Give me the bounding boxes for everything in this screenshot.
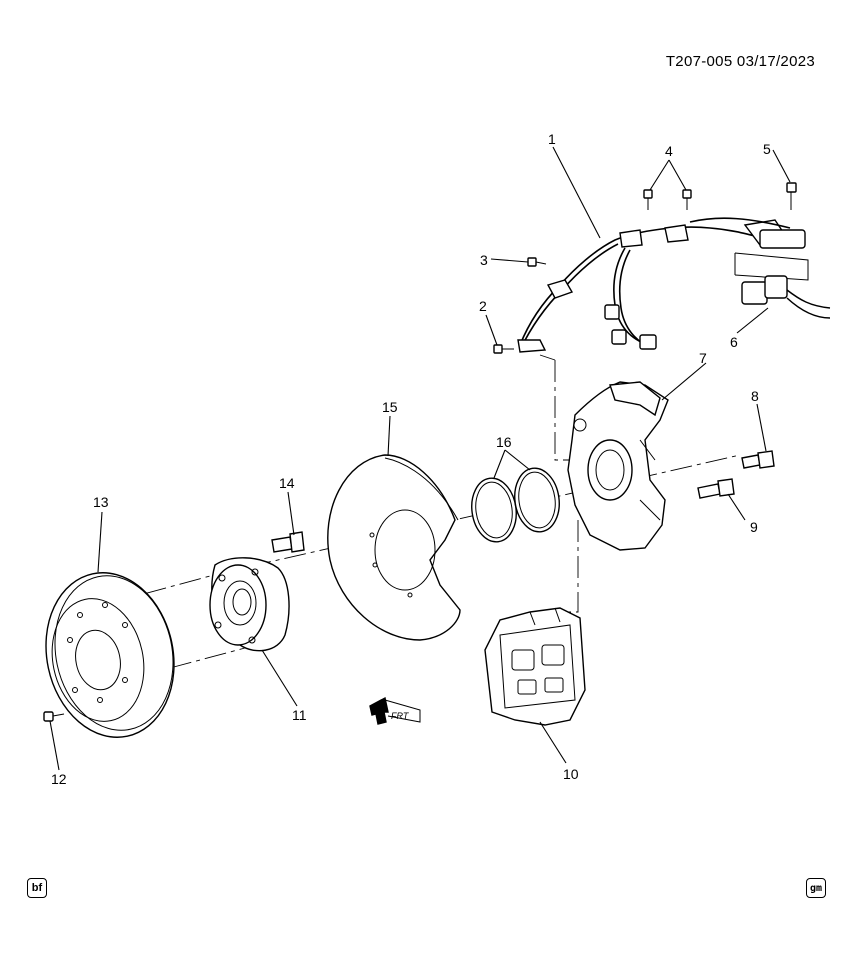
callout-13: 13 [93, 494, 109, 510]
bolt-4a [643, 189, 653, 210]
bf-badge: bf [27, 878, 47, 898]
brake-rotor [45, 572, 175, 738]
callout-3: 3 [480, 252, 488, 268]
brake-shield [327, 454, 461, 641]
callout-5: 5 [763, 141, 771, 157]
callout-1: 1 [548, 131, 556, 147]
bolt-5 [786, 182, 797, 210]
callout-11: 11 [292, 707, 307, 723]
callout-14: 14 [279, 475, 295, 491]
rotor-retaining-screw [43, 711, 65, 722]
callout-4: 4 [665, 143, 673, 159]
o-rings [471, 467, 560, 543]
callout-6: 6 [730, 334, 738, 350]
bolt-9 [697, 478, 735, 499]
front-direction-arrow: FRT [369, 696, 421, 725]
callout-9: 9 [750, 519, 758, 535]
callout-16: 16 [496, 434, 512, 450]
bolt-2 [493, 344, 514, 354]
harness-bolts [493, 182, 797, 354]
document-id: T207-005 03/17/2023 [665, 53, 815, 70]
gm-logo-badge: gm [806, 878, 826, 898]
callout-10: 10 [563, 766, 579, 782]
callout-15: 15 [382, 399, 398, 415]
callout-7: 7 [699, 350, 707, 366]
leader-lines [49, 146, 791, 771]
bolt-3 [527, 257, 547, 267]
callout-8: 8 [751, 388, 759, 404]
bolt-4b [682, 189, 692, 210]
callout-2: 2 [479, 298, 487, 314]
steering-knuckle [567, 381, 669, 551]
knuckle-bolts [697, 450, 775, 499]
wheel-hub-bearing [209, 557, 290, 652]
brake-caliper [484, 607, 586, 726]
direction-label: FRT [391, 711, 410, 721]
harness-connector [734, 229, 831, 319]
bolt-8 [741, 450, 775, 469]
callout-12: 12 [51, 771, 67, 787]
wiring-harness [517, 217, 791, 353]
callout-labels: 1 2 3 4 5 6 7 8 9 10 11 12 13 14 15 16 [51, 131, 771, 787]
wheel-stud [271, 531, 305, 553]
